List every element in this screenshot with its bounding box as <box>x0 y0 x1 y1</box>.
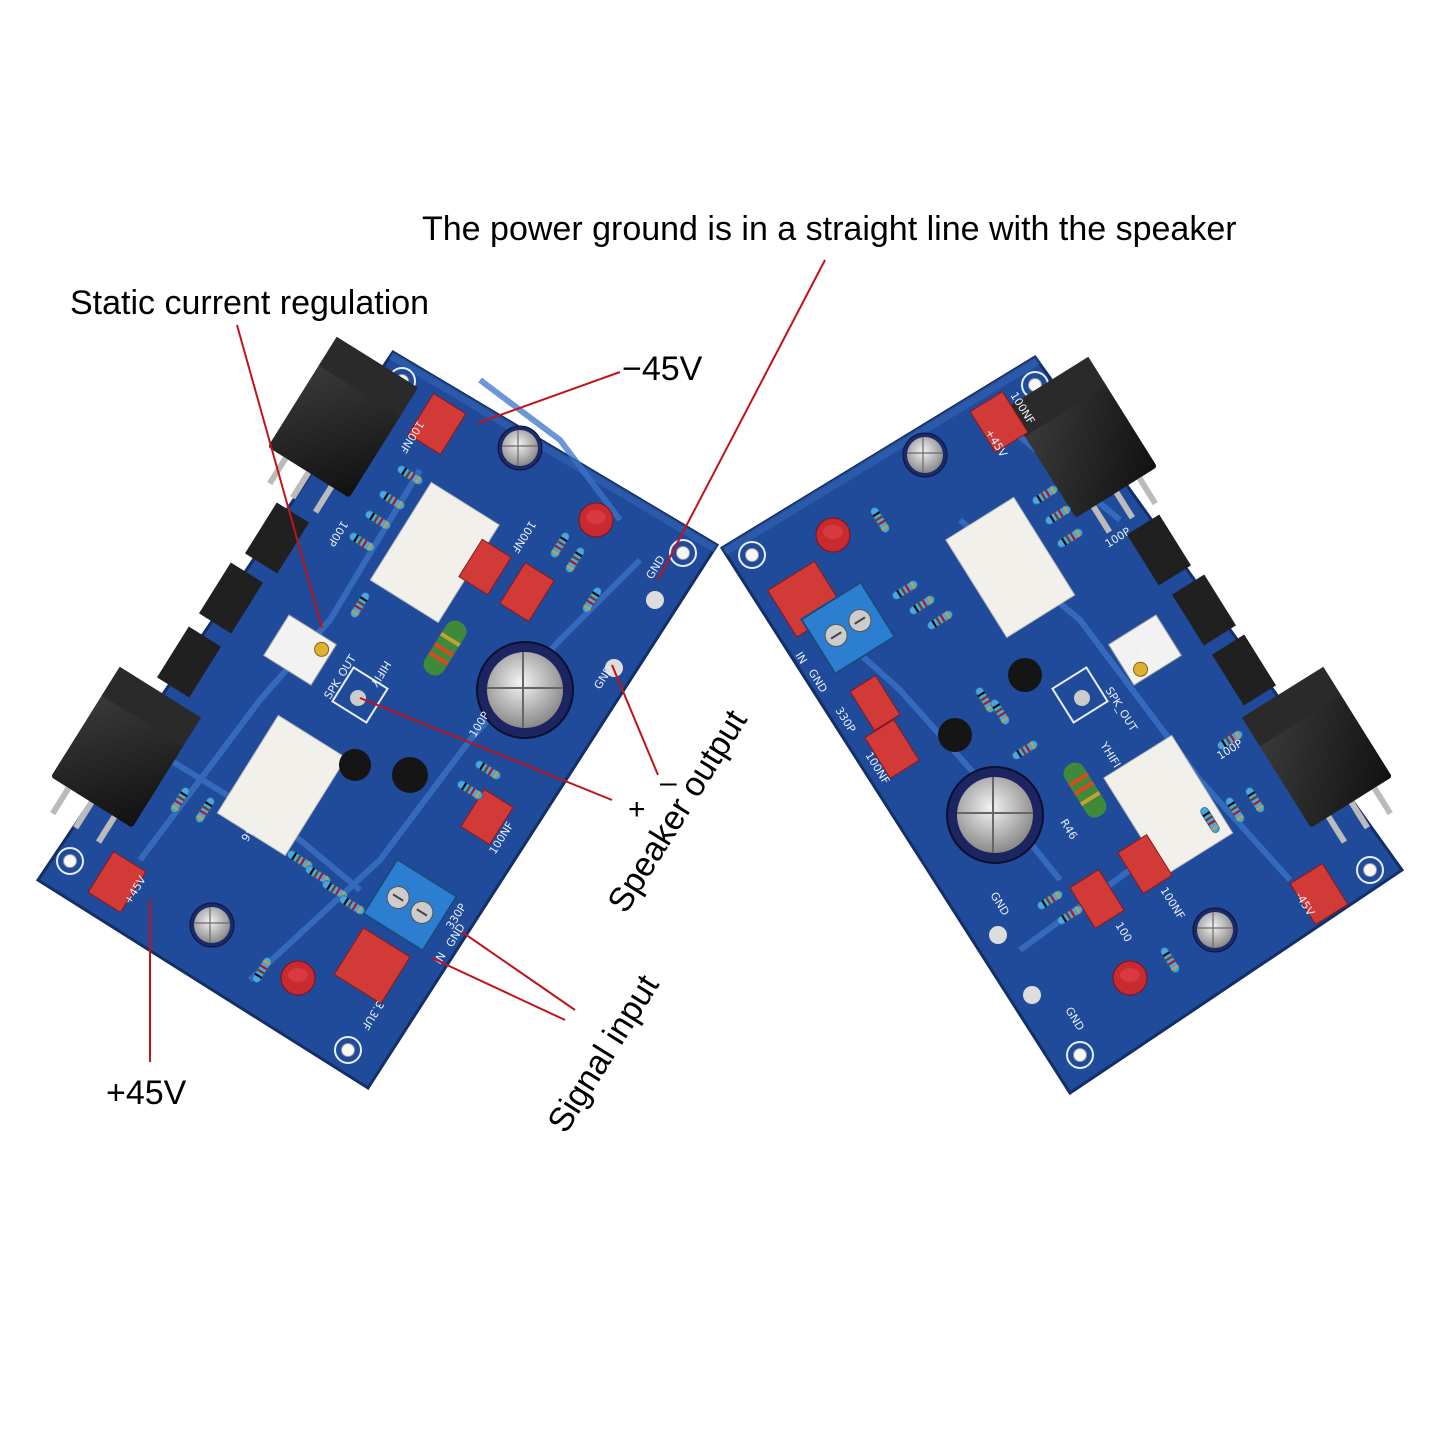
power-transistor <box>50 666 202 844</box>
film-capacitors <box>767 390 1349 930</box>
red-capacitor <box>280 960 316 996</box>
callout-line-signal-b <box>431 957 566 1021</box>
callout-line-signal-a <box>461 931 576 1011</box>
ceramic-resistor <box>945 496 1234 877</box>
inductor <box>1063 762 1107 818</box>
callout-line-minus45 <box>477 371 621 424</box>
callout-plus-45v: +45V <box>106 1074 187 1112</box>
power-transistor <box>1006 356 1158 534</box>
red-capacitor <box>578 502 614 538</box>
callout-line-static-current <box>236 324 323 629</box>
inductor <box>423 620 467 676</box>
electrolytic-capacitor <box>1192 907 1238 953</box>
spk-out-pads <box>989 666 1109 1004</box>
signal-input-terminal[interactable] <box>799 580 897 676</box>
callout-speaker-plus: + <box>628 793 646 826</box>
power-transistor <box>267 336 419 514</box>
callout-power-ground: The power ground is in a straight line w… <box>422 210 1237 248</box>
electrolytic-capacitor <box>902 432 948 478</box>
red-capacitor <box>815 517 851 553</box>
callout-speaker-minus: – <box>660 766 677 799</box>
film-capacitors <box>87 392 555 1005</box>
electrolytic-capacitor <box>497 425 543 471</box>
small-transistors <box>339 749 428 793</box>
callout-lines <box>149 259 826 1062</box>
main-electrolytic-capacitor <box>476 641 574 739</box>
signal-input-terminal[interactable] <box>361 857 459 953</box>
main-electrolytic-capacitor <box>946 766 1044 864</box>
callout-line-speaker-plus <box>359 697 613 801</box>
trimmer-potentiometer <box>1107 614 1183 686</box>
callout-static-current: Static current regulation <box>70 284 430 322</box>
driver-transistors <box>156 502 310 698</box>
power-transistor <box>1241 666 1393 844</box>
left-amplifier-board: GND GND SPK_OUT 100NF 100NF 100NF 100P 1… <box>35 336 720 1091</box>
driver-transistors <box>1126 514 1277 706</box>
callout-line-speaker-minus <box>611 664 659 776</box>
small-transistors <box>938 658 1042 752</box>
red-capacitor <box>1112 960 1148 996</box>
electrolytic-capacitor <box>189 902 235 948</box>
trimmer-potentiometer <box>262 614 338 686</box>
callout-line-power-ground <box>657 259 826 581</box>
callout-minus-45v: −45V <box>622 350 703 388</box>
right-amplifier-board: IN GND 330P 100NF 100NF 100NF 100P 100P … <box>719 354 1405 1096</box>
